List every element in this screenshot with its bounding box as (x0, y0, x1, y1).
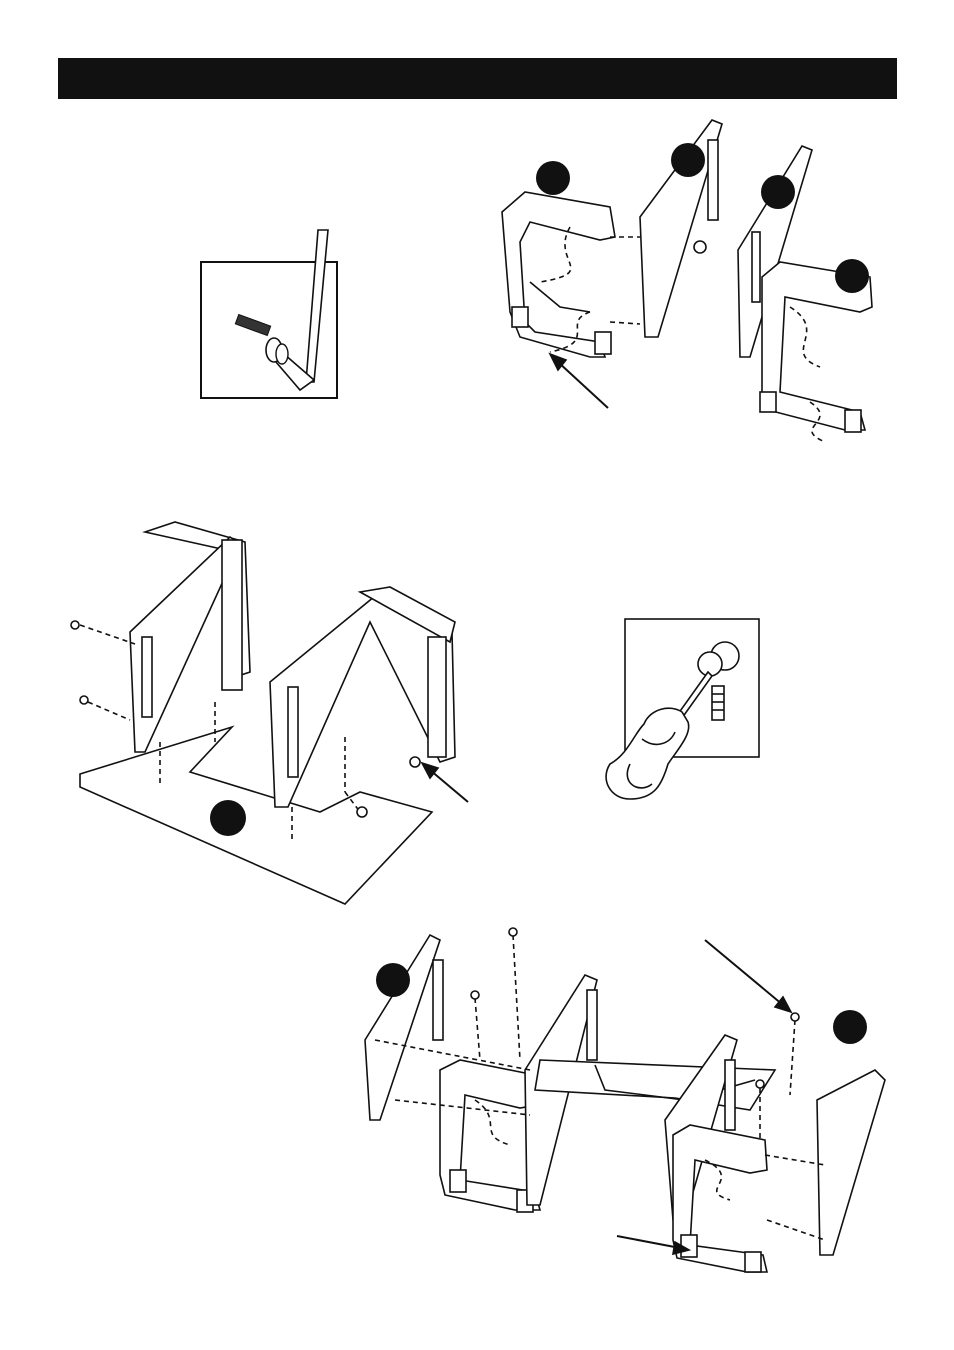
allen-key-inset (196, 222, 346, 407)
step-marker (761, 175, 795, 209)
screwdriver-cam-lock-icon (600, 614, 765, 809)
screwdriver-inset (600, 614, 765, 809)
step-marker (210, 800, 246, 836)
base-panel-assembly-icon (60, 512, 480, 912)
step-marker (536, 161, 570, 195)
side-assembly-figure (490, 112, 890, 457)
step-marker (835, 259, 869, 293)
allen-key-icon (196, 222, 346, 407)
step-marker (671, 143, 705, 177)
final-assembly-icon (355, 920, 895, 1275)
final-assembly-figure (355, 920, 895, 1275)
base-assembly-figure (60, 512, 480, 912)
side-panel-assembly-icon (490, 112, 890, 457)
header-bar (58, 58, 897, 99)
step-marker (833, 1010, 867, 1044)
step-marker (376, 963, 410, 997)
